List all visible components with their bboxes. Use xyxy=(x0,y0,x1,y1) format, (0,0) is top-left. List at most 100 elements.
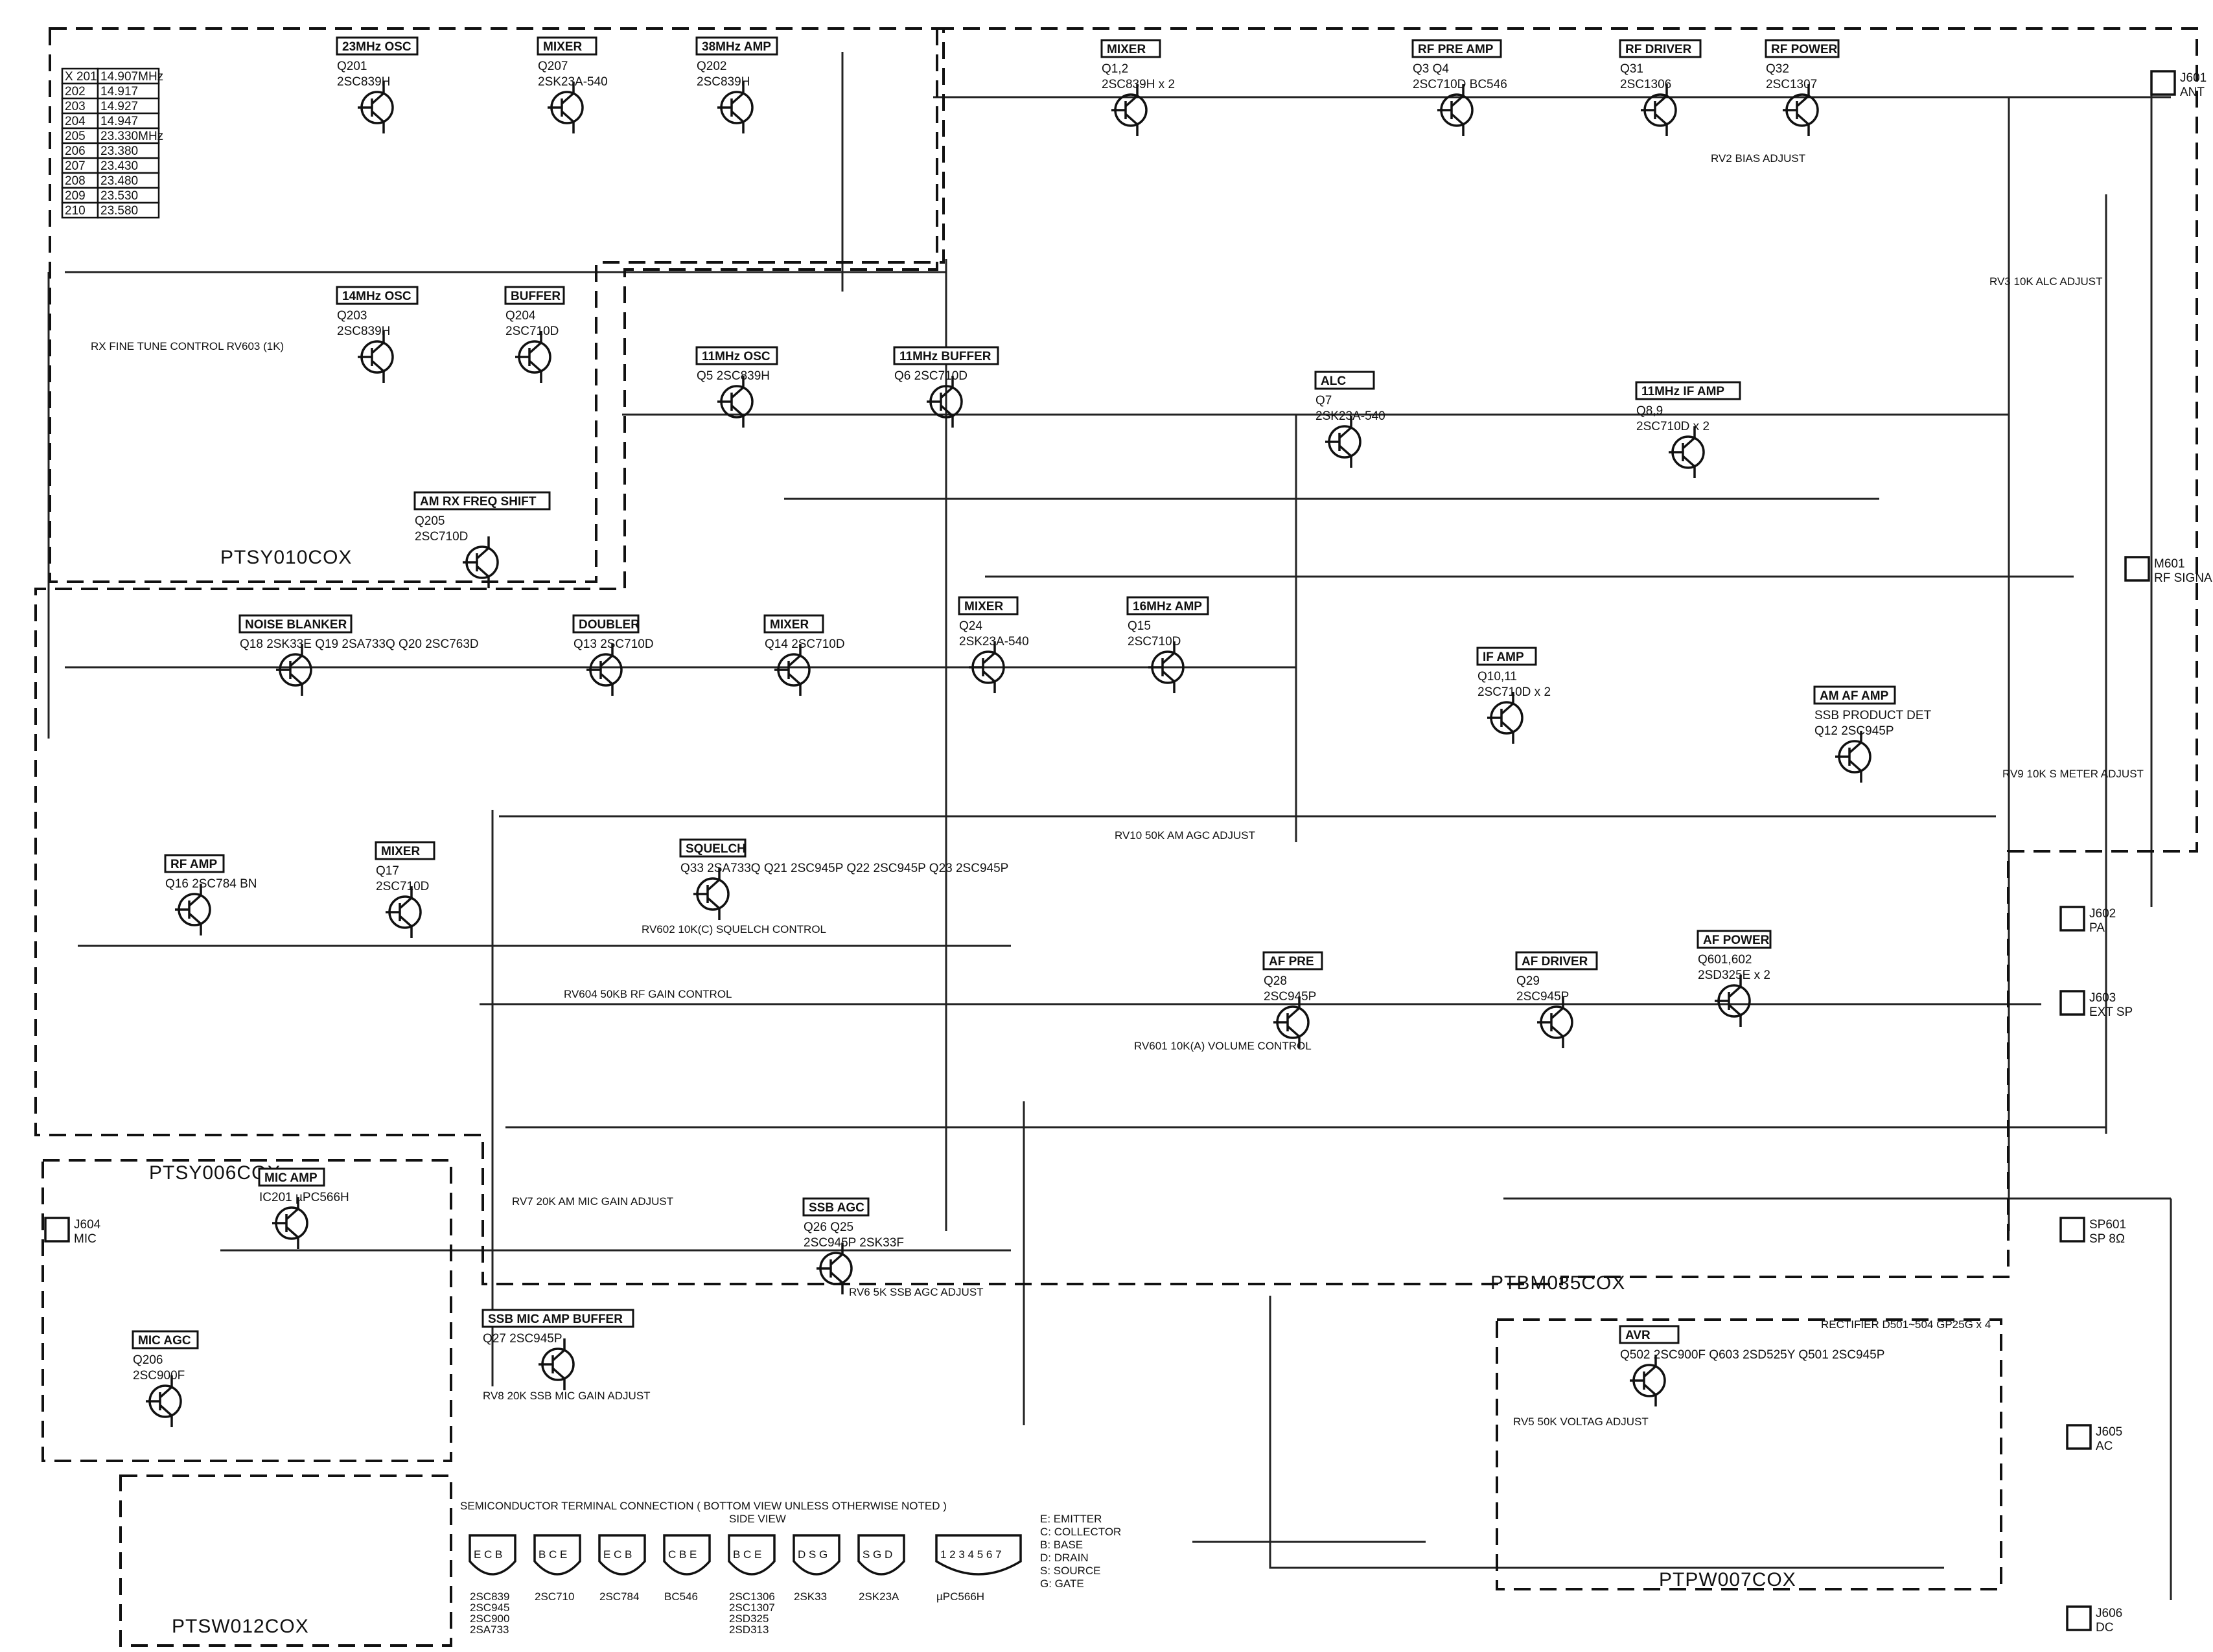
package-outline-icon xyxy=(598,1534,646,1576)
crystal-frequency: 23.480 xyxy=(100,174,138,188)
part-label: Q28 xyxy=(1264,974,1287,988)
transistor-icon xyxy=(1537,996,1573,1048)
part-label: Q26 Q25 xyxy=(804,1221,853,1234)
control-label: RV2 BIAS ADJUST xyxy=(1711,152,1805,165)
part-label: 2SC839H xyxy=(697,75,750,89)
part-label: 2SC710D xyxy=(376,880,429,893)
stage-title: AVR xyxy=(1625,1329,1651,1342)
part-label: 2SC839H xyxy=(337,75,390,89)
connector-id: J602 xyxy=(2089,907,2116,921)
board-outlines xyxy=(34,27,2198,1647)
stage-title: 11MHz IF AMP xyxy=(1641,385,1724,398)
connector-label: RF SIGNAL xyxy=(2154,571,2213,585)
jack-icon xyxy=(44,1217,70,1243)
stage-title: 16MHz AMP xyxy=(1133,600,1202,614)
package-pins: E C B xyxy=(603,1548,632,1561)
stage-title: RF AMP xyxy=(170,858,217,871)
stage-title-box xyxy=(537,36,597,56)
transistor-icon xyxy=(1487,692,1524,744)
transistor-icon xyxy=(276,644,312,696)
part-label: 2SC945P 2SK33F xyxy=(804,1236,904,1250)
package-part-name: 2SC1307 xyxy=(729,1601,775,1614)
stage-title: MIXER xyxy=(770,618,809,632)
crystal-id: 205 xyxy=(65,130,86,143)
connector-label: PA xyxy=(2089,921,2105,935)
stage-title-box xyxy=(336,286,419,305)
stage-title: ALC xyxy=(1321,374,1346,388)
connector-label: ANT xyxy=(2180,86,2205,99)
crystal-frequency: 14.907MHz xyxy=(100,70,163,84)
crystal-id: X 201 xyxy=(65,70,97,84)
crystal-id: 207 xyxy=(65,159,86,173)
part-label: 2SC945P xyxy=(1264,990,1316,1004)
connector-id: J605 xyxy=(2096,1425,2122,1439)
board-ptsw012cox xyxy=(119,1474,452,1647)
part-label: Q202 xyxy=(697,60,726,73)
control-label: RV9 10K S METER ADJUST xyxy=(2002,768,2144,780)
stage-title-box xyxy=(1619,1325,1680,1344)
crystal-frequency: 23.530 xyxy=(100,189,138,203)
stage-title-box xyxy=(1515,951,1598,970)
crystal-id: 208 xyxy=(65,174,86,188)
transistor-icon xyxy=(1630,1355,1666,1406)
wiring xyxy=(47,52,2172,1600)
board-ptbm035cox xyxy=(34,27,2198,1285)
transistor-icon xyxy=(717,82,754,133)
stage-title: AF DRIVER xyxy=(1522,955,1588,969)
stage-title-box xyxy=(695,346,778,365)
package-outline-icon xyxy=(663,1534,711,1576)
part-label: Q31 xyxy=(1620,62,1643,76)
part-label: 2SC1306 xyxy=(1620,78,1671,91)
part-label: Q7 xyxy=(1315,394,1332,407)
part-label: 2SC710D xyxy=(1128,635,1181,648)
part-label: 2SC900F xyxy=(133,1369,185,1382)
package-pins: D S G xyxy=(798,1548,828,1561)
package-part-name: 2SD325 xyxy=(729,1612,769,1625)
transistor-icon xyxy=(539,1338,575,1390)
package-part-name: 2SA733 xyxy=(470,1623,509,1636)
stage-title-box xyxy=(1411,39,1502,58)
part-label: Q14 2SC710D xyxy=(765,637,845,651)
stage-title: MIXER xyxy=(1107,43,1146,56)
crystal-frequency: 14.927 xyxy=(100,100,138,113)
transistor-icon xyxy=(586,644,623,696)
connector-label: AC xyxy=(2096,1440,2113,1453)
part-label: SSB PRODUCT DET xyxy=(1814,709,1932,722)
control-label: RV604 50KB RF GAIN CONTROL xyxy=(564,988,732,1000)
terminal-key: D: DRAIN xyxy=(1040,1552,1089,1564)
package-part-name: 2SK23A xyxy=(859,1590,899,1603)
connector-label: DC xyxy=(2096,1621,2113,1635)
transistor-icon xyxy=(1325,416,1361,468)
stage-title: 38MHz AMP xyxy=(702,40,771,54)
control-label: RV7 20K AM MIC GAIN ADJUST xyxy=(512,1195,673,1208)
part-label: 2SC1307 xyxy=(1766,78,1817,91)
part-label: Q1,2 xyxy=(1102,62,1128,76)
stage-title: BUFFER xyxy=(511,290,561,303)
part-label: Q201 xyxy=(337,60,367,73)
part-label: Q16 2SC784 BN xyxy=(165,877,257,891)
terminal-key: C: COLLECTOR xyxy=(1040,1526,1121,1538)
control-label: RX FINE TUNE CONTROL RV603 (1K) xyxy=(91,340,284,352)
package-outline-icon xyxy=(728,1534,776,1576)
part-label: Q207 xyxy=(538,60,568,73)
package-outline-icon xyxy=(935,1534,1022,1576)
crystal-frequency: 23.580 xyxy=(100,204,138,218)
stage-title: AF PRE xyxy=(1269,955,1314,969)
stage-title-box xyxy=(238,614,353,634)
board-label: PTPW007COX xyxy=(1659,1569,1796,1590)
stage-title: AM RX FREQ SHIFT xyxy=(420,495,537,509)
connector-id: J601 xyxy=(2180,71,2207,85)
package-pins: S G D xyxy=(863,1548,892,1561)
control-label: RV3 10K ALC ADJUST xyxy=(1989,275,2103,288)
